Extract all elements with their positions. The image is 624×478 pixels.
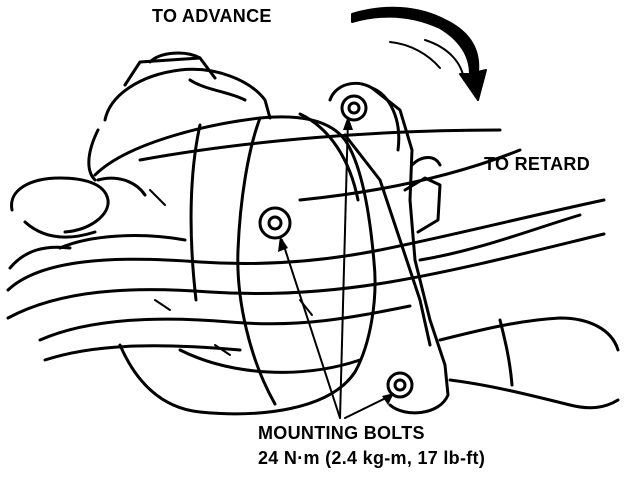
bolt-bottom (386, 371, 414, 399)
to-retard-label: TO RETARD (484, 154, 591, 174)
distributor-body (93, 112, 377, 416)
mounting-bracket (328, 81, 450, 415)
bolt-top (340, 94, 368, 122)
ignition-wires (6, 198, 606, 362)
detail-hatching (149, 189, 313, 356)
vacuum-hose (10, 176, 147, 239)
rotation-arrow-icon (351, 6, 487, 101)
bolt-middle (258, 206, 292, 240)
engine-block (438, 316, 620, 410)
leader-lines (278, 116, 394, 419)
distributor-cap (87, 51, 272, 182)
harness-lines (138, 128, 582, 262)
mounting-bolts-label: MOUNTING BOLTS (258, 423, 425, 443)
to-advance-label: TO ADVANCE (152, 6, 272, 26)
torque-spec-label: 24 N·m (2.4 kg-m, 17 lb-ft) (258, 448, 486, 468)
